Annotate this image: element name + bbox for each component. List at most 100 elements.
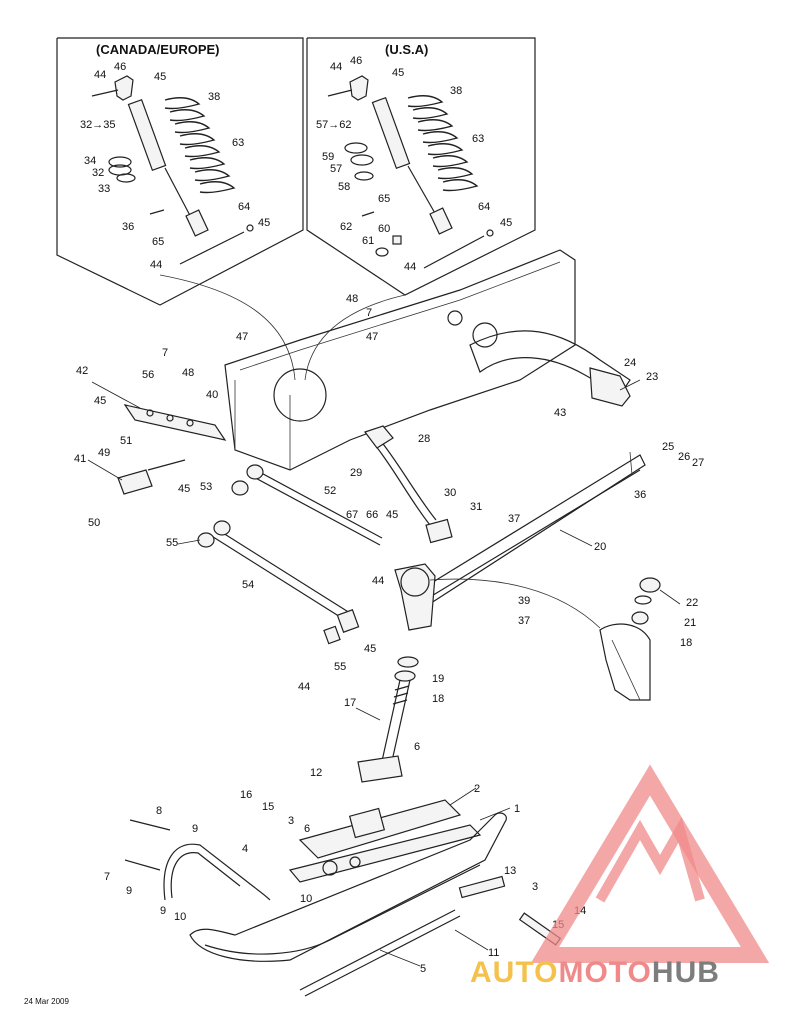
callout: 37 (508, 513, 520, 525)
callout: 25 (662, 441, 674, 453)
callout: 5 (420, 963, 426, 975)
callout: 66 (366, 509, 378, 521)
callout: 10 (174, 911, 186, 923)
callout: 3 (288, 815, 294, 827)
callout: 45 (392, 67, 404, 79)
callout: 38 (208, 91, 220, 103)
callout: 44 (298, 681, 310, 693)
callout: 10 (300, 893, 312, 905)
callout: 50 (88, 517, 100, 529)
callout: 9 (126, 885, 132, 897)
callout: 65 (152, 236, 164, 248)
callout: 45 (154, 71, 166, 83)
callout: 6 (304, 823, 310, 835)
callout: 13 (504, 865, 516, 877)
callout: 31 (470, 501, 482, 513)
spindle-assembly (357, 563, 436, 783)
callout: 12 (310, 767, 322, 779)
callout: 23 (646, 371, 658, 383)
trailing-arm (419, 451, 646, 606)
callout: 51 (120, 435, 132, 447)
callout: 45 (94, 395, 106, 407)
callout: 22 (686, 597, 698, 609)
callout: 55 (166, 537, 178, 549)
callout: 38 (450, 85, 462, 97)
callout: 7 (104, 871, 110, 883)
callout: 44 (404, 261, 416, 273)
callout: 63 (472, 133, 484, 145)
callout: 57 (330, 163, 342, 175)
callout: 37 (518, 615, 530, 627)
inset-leader-right (304, 294, 406, 381)
shock-absorber-left (91, 75, 254, 265)
callout: 44 (150, 259, 162, 271)
callout: 28 (418, 433, 430, 445)
callout: 2 (474, 783, 480, 795)
callout: 18 (680, 637, 692, 649)
callout: 55 (334, 661, 346, 673)
callout: 48 (346, 293, 358, 305)
callout: 6 (414, 741, 420, 753)
callout: 44 (372, 575, 384, 587)
callout: 54 (242, 579, 254, 591)
callout: 32→35 (80, 119, 115, 131)
callout: 59 (322, 151, 334, 163)
callout: 3 (532, 881, 538, 893)
callout: 64 (478, 201, 490, 213)
callout: 11 (488, 947, 499, 959)
callout: 46 (114, 61, 126, 73)
callout: 36 (122, 221, 134, 233)
callout: 44 (330, 61, 342, 73)
callout: 4 (242, 843, 248, 855)
callout: 48 (182, 367, 194, 379)
callout: 30 (444, 487, 456, 499)
callout: 26 (678, 451, 690, 463)
callout: 15 (262, 801, 274, 813)
watermark-text: AUTOMOTOHUB (470, 956, 720, 989)
inset-frame-canada-europe: (CANADA/EUROPE) (56, 37, 304, 306)
callout: 67 (346, 509, 358, 521)
callouts-inset-right: 44 46 45 38 57→62 63 59 57 58 65 62 60 6… (316, 55, 512, 273)
callout: 7 (366, 307, 372, 319)
callouts-main: 48 7 47 7 47 48 42 56 40 45 51 49 41 50 … (74, 293, 704, 975)
callout: 27 (692, 457, 704, 469)
callout: 45 (500, 217, 512, 229)
callout: 61 (362, 235, 374, 247)
shock-absorber-right (327, 75, 494, 269)
callout: 57→62 (316, 119, 351, 131)
callout: 64 (238, 201, 250, 213)
callout: 60 (378, 223, 390, 235)
callout: 49 (98, 447, 110, 459)
callout: 47 (366, 331, 378, 343)
callout: 21 (684, 617, 696, 629)
callout: 9 (192, 823, 198, 835)
callout: 56 (142, 369, 154, 381)
callout: 52 (324, 485, 336, 497)
callout: 16 (240, 789, 252, 801)
callout: 20 (594, 541, 606, 553)
callout: 34 (84, 155, 96, 167)
inset-frame-usa: (U.S.A) (306, 37, 536, 296)
callout: 39 (518, 595, 530, 607)
callout: 33 (98, 183, 110, 195)
callout: 65 (378, 193, 390, 205)
callout: 63 (232, 137, 244, 149)
callout: 46 (350, 55, 362, 67)
footer-date: 24 Mar 2009 (24, 997, 69, 1006)
callout: 45 (386, 509, 398, 521)
chassis-frame (224, 249, 631, 471)
callout: 58 (338, 181, 350, 193)
callout: 32 (92, 167, 104, 179)
callout: 8 (156, 805, 162, 817)
inset-title-canada-europe: (CANADA/EUROPE) (96, 42, 220, 57)
callout: 29 (350, 467, 362, 479)
callout: 62 (340, 221, 352, 233)
inset-title-usa: (U.S.A) (385, 42, 428, 57)
callout: 42 (76, 365, 88, 377)
callout: 17 (344, 697, 356, 709)
callout: 9 (160, 905, 166, 917)
ski-leg-detail (429, 577, 661, 701)
callouts-inset-left: 44 46 45 38 32→35 63 34 32 33 36 65 64 4… (80, 61, 270, 271)
callout: 47 (236, 331, 248, 343)
